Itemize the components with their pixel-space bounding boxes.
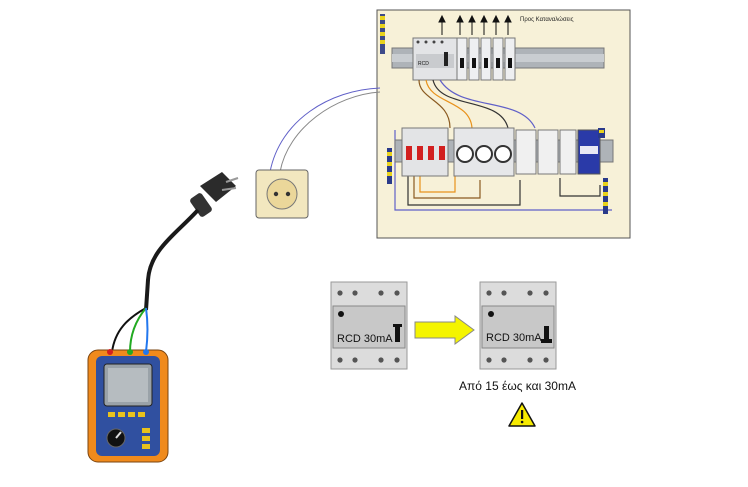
tripping-range-caption: Από 15 έως και 30mA (459, 379, 576, 393)
terminal-block-top-right (598, 128, 605, 138)
top-circuit-breakers (456, 37, 516, 81)
terminal-block-left (387, 148, 392, 184)
rcd-before-label: RCD 30mA (337, 333, 393, 345)
schuko-plug-icon (190, 172, 239, 217)
consumer-output-arrows (438, 14, 512, 35)
surge-protectors (515, 129, 601, 175)
rcd-lever-up (393, 324, 402, 342)
tester-cable (144, 208, 200, 311)
rcd-before-on: RCD 30mA (330, 281, 408, 370)
panel-fuses (453, 127, 515, 177)
distribution-panel: Προς Καταναλώσεις RCD (376, 9, 631, 239)
arrow-right-icon (414, 315, 475, 345)
terminal-block-right (603, 178, 608, 214)
rcd-lever-down (541, 326, 552, 343)
test-leads (111, 307, 149, 353)
warning-triangle-icon (508, 402, 536, 427)
main-switch (401, 127, 449, 177)
socket-feed-cable (269, 87, 381, 173)
rcd-after-label: RCD 30mA (486, 332, 542, 344)
panel-rcd-breaker: RCD (412, 37, 458, 81)
rcd-after-tripped: RCD 30mA (479, 281, 557, 370)
installation-tester-icon (87, 349, 169, 463)
consumers-label: Προς Καταναλώσεις (520, 17, 574, 23)
earth-bar-top-left (380, 14, 385, 54)
wall-socket-icon (255, 169, 309, 219)
panel-rcd-label: RCD (418, 61, 429, 67)
